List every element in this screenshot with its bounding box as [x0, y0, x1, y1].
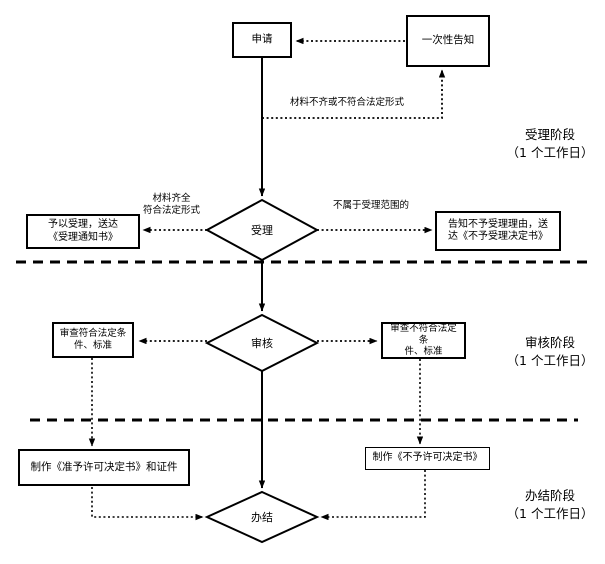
stage-label-review: 审核阶段 （1 个工作日） [500, 334, 600, 370]
edge-label-out-of-scope: 不属于受理范围的 [333, 200, 409, 212]
node-make-refusal-label: 制作《不予许可决定书》 [372, 452, 483, 464]
node-apply-label: 申请 [251, 33, 273, 46]
stage-label-review-line1: 审核阶段 [524, 335, 575, 350]
node-accept-yes[interactable]: 予以受理，送达 《受理通知书》 [26, 214, 140, 249]
node-accept-yes-line1: 予以受理，送达 [48, 219, 118, 230]
edge-label-incomplete-materials: 材料不齐或不符合法定形式 [290, 97, 404, 109]
complete-shape [204, 490, 320, 544]
stage-label-review-line2: （1 个工作日） [506, 353, 594, 369]
node-accept-no[interactable]: 告知不予受理理由，送 达《不予受理决定书》 [435, 211, 561, 251]
edge-label-materials-complete-line1: 材料齐全 [152, 193, 191, 204]
stage-label-acceptance-line2: （1 个工作日） [506, 145, 594, 161]
stage-label-acceptance-line1: 受理阶段 [524, 127, 575, 142]
edge-label-out-of-scope-text: 不属于受理范围的 [333, 200, 410, 211]
node-accept-no-line2: 达《不予受理决定书》 [448, 231, 548, 242]
node-accept-no-line1: 告知不予受理理由，送 [448, 218, 548, 230]
edge-label-incomplete-materials-text: 材料不齐或不符合法定形式 [290, 97, 405, 108]
node-make-permit-label: 制作《准予许可决定书》和证件 [30, 460, 178, 473]
edge-label-materials-complete: 材料齐全 符合法定形式 [143, 193, 200, 218]
review-decision-shape [204, 313, 320, 373]
edge-permit-to-complete [91, 487, 204, 521]
node-make-refusal[interactable]: 制作《不予许可决定书》 [365, 447, 490, 470]
accept-decision-shape [204, 198, 320, 262]
node-review-pass[interactable]: 审查符合法定条 件、标准 [52, 322, 134, 358]
edge-accept-to-notice [262, 69, 446, 119]
edge-label-materials-complete-line2: 符合法定形式 [143, 205, 201, 217]
node-apply[interactable]: 申请 [232, 22, 292, 58]
node-make-permit[interactable]: 制作《准予许可决定书》和证件 [18, 449, 190, 486]
stage-label-completion-line1: 办结阶段 [524, 488, 575, 503]
node-review-fail-line1: 审查不符合法定条 [390, 322, 457, 346]
stage-label-completion-line2: （1 个工作日） [506, 506, 594, 522]
stage-label-completion: 办结阶段 （1 个工作日） [500, 487, 600, 523]
stage-label-acceptance: 受理阶段 （1 个工作日） [500, 126, 600, 162]
edge-refusal-to-complete [320, 470, 426, 521]
node-one-time-notice[interactable]: 一次性告知 [406, 15, 490, 67]
node-review-pass-line1: 审查符合法定条 [59, 328, 127, 340]
node-accept-yes-line2: 《受理通知书》 [48, 231, 118, 243]
node-one-time-notice-label: 一次性告知 [421, 34, 475, 47]
node-review-pass-line2: 件、标准 [73, 340, 112, 351]
node-review-fail[interactable]: 审查不符合法定条 件、标准 [381, 322, 466, 359]
node-review-fail-line2: 件、标准 [404, 346, 443, 358]
